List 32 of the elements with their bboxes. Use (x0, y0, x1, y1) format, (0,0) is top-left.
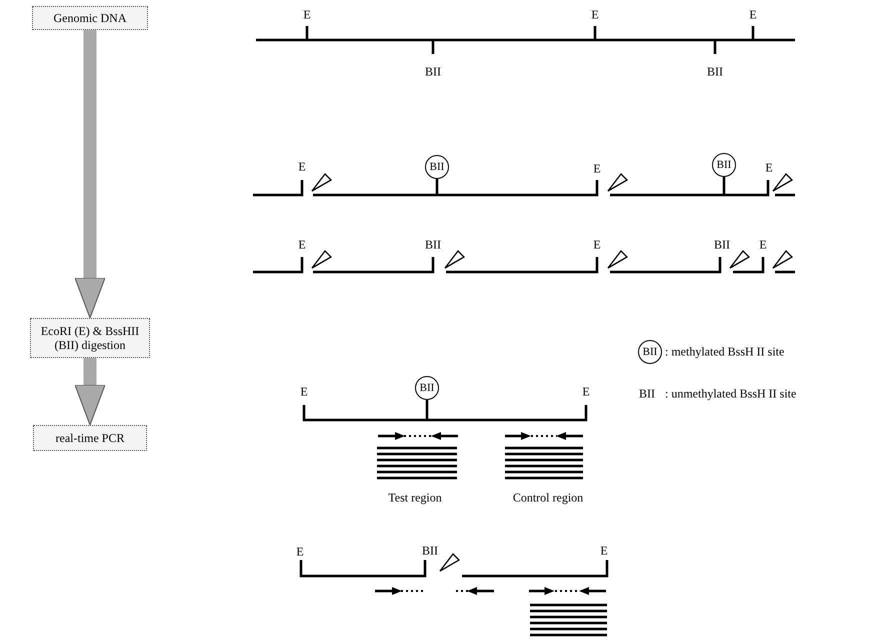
site-label: E (300, 384, 308, 400)
site-label: E (296, 544, 304, 560)
process-box: Genomic DNA (32, 6, 148, 30)
arrow (74, 30, 106, 318)
region-label: Test region (388, 490, 442, 506)
site-label: BII (707, 64, 723, 80)
site-label: E (298, 238, 306, 252)
site-label: E (749, 8, 757, 22)
site-label: BII (425, 238, 441, 252)
site-label: E (600, 544, 608, 558)
site-label: E (593, 162, 601, 176)
site-label: E (593, 238, 601, 252)
site-circle: BII (425, 155, 449, 179)
arrow (74, 358, 106, 426)
site-label: BII (422, 544, 438, 558)
process-box: real-time PCR (33, 425, 147, 451)
region-label: Control region (512, 490, 584, 506)
site-circle: BII (638, 340, 662, 364)
site-label: BII (714, 238, 730, 252)
legend-text: : methylated BssH II site (665, 344, 784, 360)
site-label: BII (425, 64, 441, 80)
process-box: EcoRI (E) & BssHII (BII) digestion (30, 318, 150, 358)
site-label: E (298, 160, 306, 174)
site-label: E (582, 384, 590, 400)
site-label: E (303, 8, 311, 22)
site-label: BII (639, 386, 655, 402)
site-label: E (759, 238, 767, 252)
legend-text: : unmethylated BssH II site (665, 386, 796, 402)
site-circle: BII (712, 153, 736, 177)
site-label: E (765, 160, 773, 176)
site-circle: BII (415, 376, 439, 400)
site-label: E (591, 8, 599, 22)
